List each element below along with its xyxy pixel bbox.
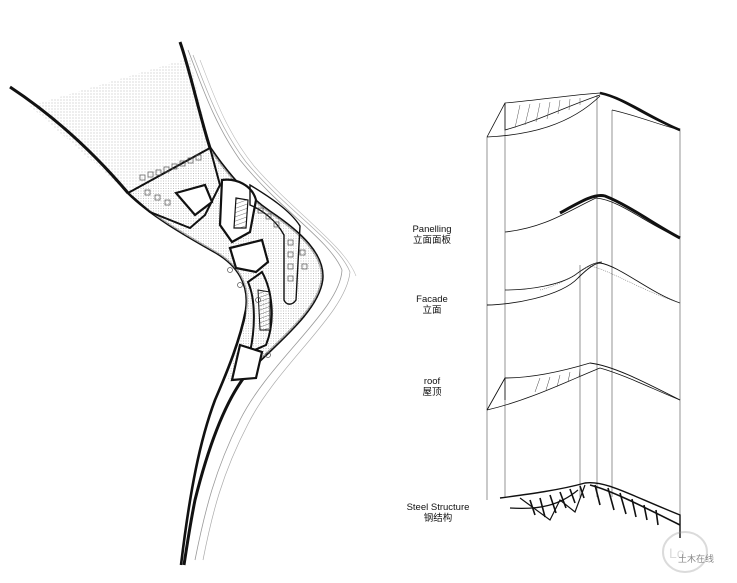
label-facade-en: Facade — [416, 294, 448, 305]
layer-panelling-top — [486, 91, 681, 138]
top-boundary-wall — [178, 41, 212, 149]
room-stair — [233, 197, 249, 229]
label-panelling: Panelling 立面面板 — [377, 224, 487, 246]
interior-floor — [128, 148, 323, 382]
site-curve-1 — [187, 49, 343, 561]
projection-lines — [486, 95, 681, 538]
stair-lower — [257, 289, 271, 331]
layer-facade — [486, 261, 681, 306]
seating — [139, 154, 308, 358]
svg-text:Lo: Lo — [669, 545, 685, 561]
room-upper — [126, 146, 222, 230]
label-facade-zh: 立面 — [422, 305, 442, 316]
site-curve-2 — [192, 54, 351, 561]
label-roof-zh: 屋顶 — [422, 387, 442, 398]
floor-plan — [9, 41, 357, 566]
layer-steel-structure — [499, 481, 681, 538]
watermark-text: 土木在线 — [678, 555, 715, 565]
label-steel-structure: Steel Structure 钢结构 — [383, 502, 493, 524]
left-boundary-wall — [9, 85, 130, 194]
room-core — [174, 183, 214, 217]
room-bottom — [230, 343, 264, 382]
axonometric-diagram — [486, 91, 681, 538]
watermark-logo: Lo — [662, 531, 708, 573]
landscape-area — [30, 58, 210, 193]
room-lower-1 — [228, 238, 270, 274]
layer-roof — [486, 362, 681, 411]
room-right-strip — [249, 183, 301, 305]
layer-panelling — [504, 193, 681, 240]
label-steel-en: Steel Structure — [406, 502, 470, 513]
label-roof: roof 屋顶 — [377, 376, 487, 398]
label-roof-en: roof — [423, 376, 441, 387]
label-panelling-en: Panelling — [412, 224, 452, 235]
label-facade: Facade 立面 — [377, 294, 487, 316]
site-curve-3 — [199, 59, 357, 277]
label-steel-zh: 钢结构 — [423, 513, 453, 524]
label-panelling-zh: 立面面板 — [412, 235, 451, 246]
